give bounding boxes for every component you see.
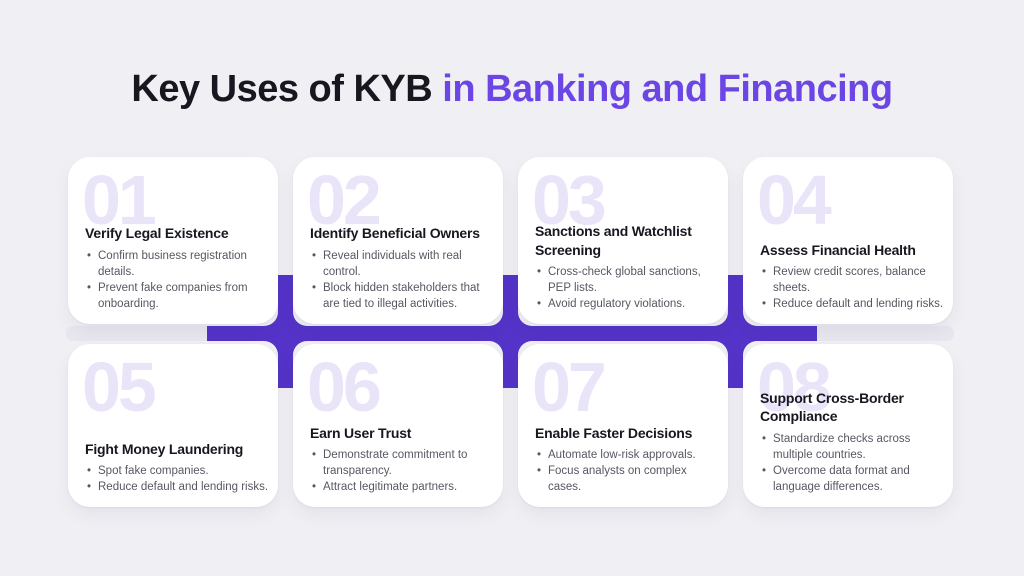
card-content: Earn User Trust Demonstrate commitment t… [310, 424, 497, 496]
bullet-item: Prevent fake companies from onboarding. [85, 280, 272, 312]
kyb-use-card: 08 Support Cross-Border Compliance Stand… [743, 344, 953, 507]
bullet-item: Reduce default and lending risks. [760, 296, 947, 312]
bullet-item: Standardize checks across multiple count… [760, 431, 947, 463]
card-number-watermark: 07 [532, 348, 607, 426]
bullet-item: Attract legitimate partners. [310, 479, 497, 495]
card-title: Earn User Trust [310, 424, 412, 441]
card-number-watermark: 04 [757, 161, 832, 239]
kyb-use-card: 06 Earn User Trust Demonstrate commitmen… [293, 344, 503, 507]
bullet-item: Spot fake companies. [85, 463, 272, 479]
bullet-item: Avoid regulatory violations. [535, 296, 722, 312]
card-number-watermark: 06 [307, 348, 382, 426]
card-title: Assess Financial Health [760, 241, 916, 258]
kyb-use-card: 05 Fight Money Laundering Spot fake comp… [68, 344, 278, 507]
bullet-item: Demonstrate commitment to transparency. [310, 447, 497, 479]
bullet-item: Confirm business registration details. [85, 248, 272, 280]
card-bullets: Spot fake companies.Reduce default and l… [85, 463, 272, 495]
bullet-item: Focus analysts on complex cases. [535, 463, 722, 495]
card-number-watermark: 03 [532, 161, 607, 239]
page-title: Key Uses of KYB in Banking and Financing [0, 68, 1024, 112]
card-content: Sanctions and Watchlist Screening Cross-… [535, 222, 722, 312]
kyb-use-card: 03 Sanctions and Watchlist Screening Cro… [518, 157, 728, 324]
bullet-item: Reduce default and lending risks. [85, 479, 272, 495]
card-content: Fight Money Laundering Spot fake compani… [85, 440, 272, 495]
kyb-use-card: 07 Enable Faster Decisions Automate low-… [518, 344, 728, 507]
card-bullets: Demonstrate commitment to transparency.A… [310, 447, 497, 495]
card-number-watermark: 01 [82, 161, 157, 239]
card-content: Verify Legal Existence Confirm business … [85, 224, 272, 312]
bullet-item: Block hidden stakeholders that are tied … [310, 280, 497, 312]
card-bullets: Confirm business registration details.Pr… [85, 248, 272, 312]
card-number-watermark: 02 [307, 161, 382, 239]
bullet-item: Reveal individuals with real control. [310, 248, 497, 280]
bullet-item: Automate low-risk approvals. [535, 447, 722, 463]
page-title-accent: in Banking and Financing [432, 68, 893, 110]
card-bullets: Reveal individuals with real control.Blo… [310, 248, 497, 312]
bullet-item: Review credit scores, balance sheets. [760, 264, 947, 296]
card-bullets: Automate low-risk approvals.Focus analys… [535, 447, 722, 495]
card-bullets: Standardize checks across multiple count… [760, 431, 947, 495]
kyb-use-card: 04 Assess Financial Health Review credit… [743, 157, 953, 324]
card-title: Sanctions and Watchlist Screening [535, 223, 692, 258]
kyb-use-card: 02 Identify Beneficial Owners Reveal ind… [293, 157, 503, 324]
page-title-black: Key Uses of KYB [131, 68, 433, 110]
card-title: Verify Legal Existence [85, 225, 229, 242]
card-content: Assess Financial Health Review credit sc… [760, 241, 947, 313]
card-title: Enable Faster Decisions [535, 424, 693, 441]
kyb-use-card: 01 Verify Legal Existence Confirm busine… [68, 157, 278, 324]
bullet-item: Overcome data format and language differ… [760, 463, 947, 495]
card-title: Identify Beneficial Owners [310, 225, 480, 242]
bullet-item: Cross-check global sanctions, PEP lists. [535, 264, 722, 296]
card-bullets: Cross-check global sanctions, PEP lists.… [535, 264, 722, 312]
card-bullets: Review credit scores, balance sheets.Red… [760, 264, 947, 312]
card-title: Fight Money Laundering [85, 440, 244, 457]
card-content: Support Cross-Border Compliance Standard… [760, 389, 947, 495]
card-grid: 01 Verify Legal Existence Confirm busine… [68, 157, 953, 507]
card-content: Enable Faster Decisions Automate low-ris… [535, 424, 722, 495]
card-title: Support Cross-Border Compliance [760, 390, 904, 425]
card-content: Identify Beneficial Owners Reveal indivi… [310, 224, 497, 312]
card-number-watermark: 05 [82, 348, 157, 426]
